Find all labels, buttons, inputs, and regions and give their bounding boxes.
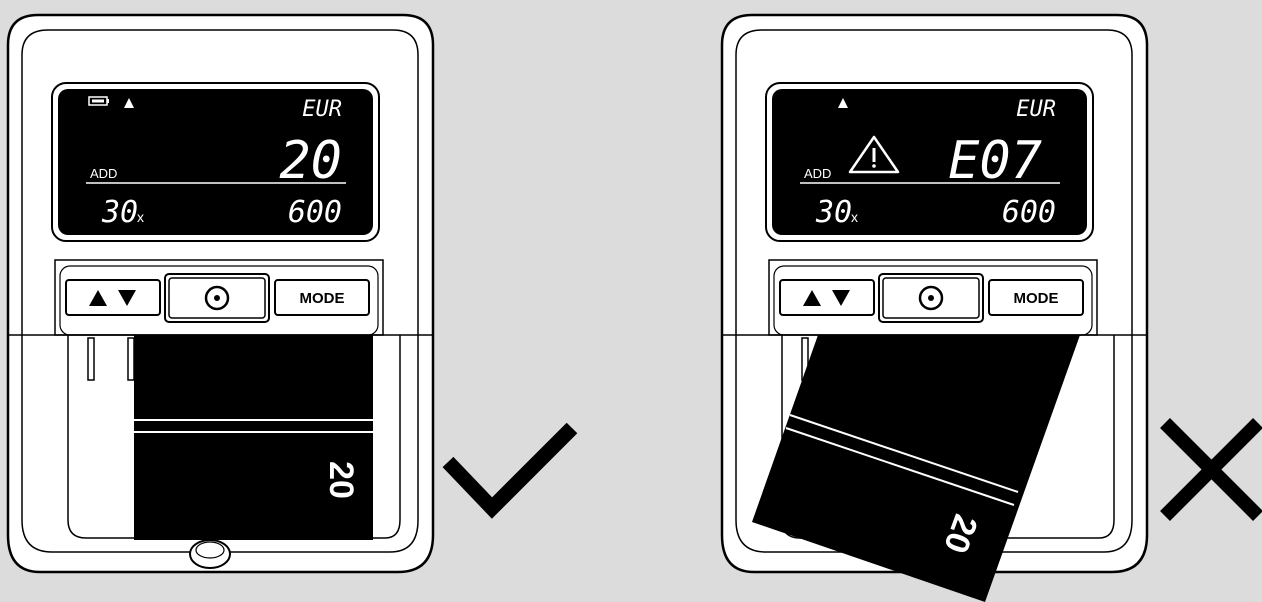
banknote-value: 20 <box>322 461 360 499</box>
lcd-count: 30 <box>815 195 852 230</box>
device-bezel <box>21 29 419 553</box>
battery-icon <box>88 96 109 106</box>
arrow-button[interactable] <box>779 279 875 316</box>
lcd-count: 30 <box>101 195 138 230</box>
cross-icon <box>1160 418 1262 521</box>
mode-button[interactable]: MODE <box>988 279 1084 316</box>
mode-button[interactable]: MODE <box>274 279 370 316</box>
device-left: EUR 20 ADD 30 x 600 MODE <box>6 13 435 574</box>
center-button[interactable] <box>164 273 270 323</box>
lcd-value: 20 <box>279 131 342 191</box>
lcd-screen <box>772 89 1087 235</box>
lcd-count-suffix: x <box>851 209 858 225</box>
banknote-skewed: 20 <box>752 335 1080 602</box>
lcd-value: E07 <box>948 131 1042 191</box>
mode-button-label: MODE <box>300 290 345 307</box>
center-button[interactable] <box>878 273 984 323</box>
mode-button-label: MODE <box>1014 290 1059 307</box>
device-bezel <box>735 29 1133 553</box>
lcd-frame <box>51 82 380 242</box>
lcd-screen <box>58 89 373 235</box>
add-label: ADD <box>90 166 117 181</box>
target-icon <box>918 285 944 311</box>
lcd-total: 600 <box>1002 195 1056 230</box>
lcd-frame <box>765 82 1094 242</box>
up-triangle-icon <box>838 98 848 108</box>
arrow-button[interactable] <box>65 279 161 316</box>
up-triangle-icon <box>124 98 134 108</box>
down-arrow-icon <box>118 290 136 306</box>
banknote-inserted: 20 <box>134 335 373 540</box>
currency-code: EUR <box>302 97 342 122</box>
device-right: EUR E07 ADD 30 x 600 MODE <box>720 13 1149 602</box>
currency-code: EUR <box>1016 97 1056 122</box>
checkmark-icon <box>442 422 578 519</box>
up-arrow-icon <box>89 290 107 306</box>
lcd-total: 600 <box>288 195 342 230</box>
warning-icon <box>848 135 900 174</box>
lcd-count-suffix: x <box>137 209 144 225</box>
target-icon <box>204 285 230 311</box>
add-label: ADD <box>804 166 831 181</box>
up-arrow-icon <box>803 290 821 306</box>
device-foot <box>189 539 231 569</box>
down-arrow-icon <box>832 290 850 306</box>
